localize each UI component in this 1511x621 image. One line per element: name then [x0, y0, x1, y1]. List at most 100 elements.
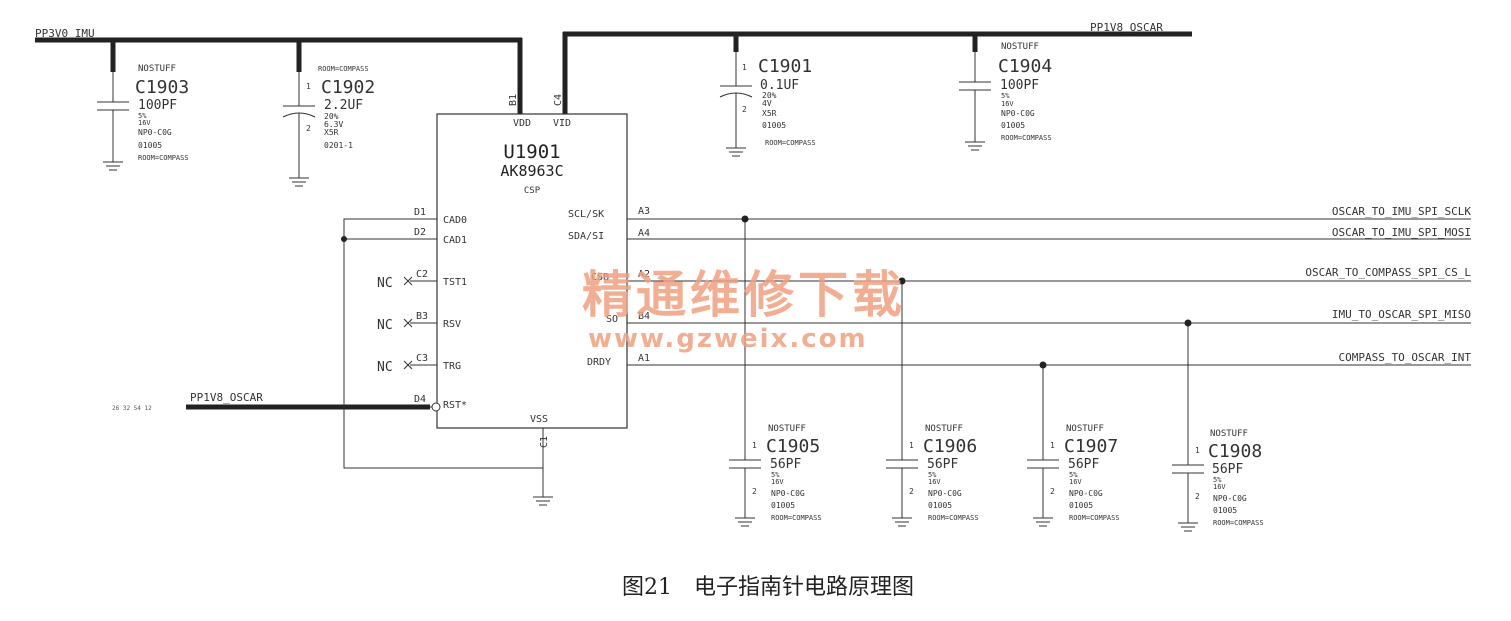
- c1906-spec: 16V: [928, 478, 941, 486]
- c1907-spec: 5%: [1069, 471, 1078, 479]
- net-label-int: COMPASS_TO_OSCAR_INT: [1339, 351, 1472, 364]
- c1902-pin2: 2: [306, 124, 311, 133]
- c1907-pin2: 2: [1050, 487, 1055, 496]
- pin-num-c2: C2: [416, 269, 428, 280]
- watermark-cn: 精通维修下载: [582, 266, 906, 324]
- c1904-spec: 5%: [1001, 92, 1010, 100]
- nc-label-tst1: NC: [377, 276, 393, 291]
- pin-name-tst1: TST1: [443, 277, 467, 288]
- c1902-stuff: ROOM=COMPASS: [318, 65, 369, 73]
- pin-name-vdd: VDD: [513, 118, 531, 129]
- pin-num-a2: A2: [638, 269, 650, 280]
- c1907-spec: NP0-C0G: [1069, 489, 1103, 498]
- figure-caption: 图21 电子指南针电路原理图: [622, 575, 914, 600]
- c1908-spec: 01005: [1213, 506, 1237, 515]
- c1905-pin1: 1: [752, 441, 757, 450]
- c1906-stuff: NOSTUFF: [925, 424, 963, 434]
- c1905-spec: 01005: [771, 501, 795, 510]
- c1907-stuff: NOSTUFF: [1066, 424, 1104, 434]
- c1903-spec: NP0-C0G: [138, 128, 172, 137]
- c1904-ref: C1904: [998, 56, 1052, 77]
- c1902-ref: C1902: [321, 77, 375, 98]
- c1904-spec: 01005: [1001, 121, 1025, 130]
- nc-label-rsv: NC: [377, 318, 393, 333]
- c1908-ref: C1908: [1208, 441, 1262, 462]
- c1902-value: 2.2UF: [324, 98, 363, 113]
- net-label-mosi: OSCAR_TO_IMU_SPI_MOSI: [1332, 226, 1471, 239]
- c1908-spec: 16V: [1213, 483, 1226, 491]
- c1906-pin1: 1: [909, 441, 914, 450]
- c1903-stuff: NOSTUFF: [138, 64, 176, 74]
- pin-num-a3: A3: [638, 206, 650, 217]
- pin-num-c1: C1: [539, 436, 550, 448]
- c1901-pin1: 1: [742, 63, 747, 72]
- c1903-ref: C1903: [135, 77, 189, 98]
- c1903-spec: 5%: [138, 112, 147, 120]
- c1908-pin1: 1: [1195, 446, 1200, 455]
- pin-name-rsv: RSV: [443, 319, 461, 330]
- c1903-spec: 01005: [138, 141, 162, 150]
- c1903-spec: 16V: [138, 119, 151, 127]
- rst-inverter-bubble: [431, 402, 441, 412]
- pin-name-sda: SDA/SI: [568, 231, 604, 242]
- pin-num-b4: B4: [638, 311, 650, 322]
- junction-sclk: [741, 215, 749, 223]
- cap-c1904-symbol: [959, 52, 991, 151]
- pin-name-drdy: DRDY: [587, 357, 611, 368]
- c1906-pin2: 2: [909, 487, 914, 496]
- pin-num-d2: D2: [414, 227, 426, 238]
- c1901-ref: C1901: [758, 56, 812, 77]
- ic-package: CSP: [524, 186, 541, 196]
- c1905-spec: NP0-C0G: [771, 489, 805, 498]
- rail-pp3v0-imu: [35, 37, 523, 114]
- c1907-pin1: 1: [1050, 441, 1055, 450]
- c1907-spec: 01005: [1069, 501, 1093, 510]
- c1906-spec: 5%: [928, 471, 937, 479]
- c1907-spec: ROOM=COMPASS: [1069, 514, 1120, 522]
- junction-cs: [898, 277, 906, 285]
- pin-name-scl: SCL/SK: [568, 209, 604, 220]
- c1902-spec: 6.3V: [324, 120, 343, 129]
- c1901-pin2: 2: [742, 105, 747, 114]
- pin-num-a4: A4: [638, 228, 650, 239]
- c1908-pin2: 2: [1195, 492, 1200, 501]
- c1906-value: 56PF: [927, 457, 958, 472]
- c1907-value: 56PF: [1068, 457, 1099, 472]
- pin-name-csb: CSB: [591, 272, 609, 283]
- c1907-spec: 16V: [1069, 478, 1082, 486]
- c1901-spec: 20%: [762, 91, 777, 100]
- c1908-stuff: NOSTUFF: [1210, 429, 1248, 439]
- junction-int: [1039, 361, 1047, 369]
- c1901-value: 0.1UF: [760, 78, 799, 93]
- junction-cad1: [341, 236, 347, 242]
- c1903-value: 100PF: [138, 98, 177, 113]
- rail-label-pp1v8-oscar-top: PP1V8_OSCAR: [1090, 21, 1163, 34]
- pin-num-c4: C4: [553, 94, 564, 106]
- nc-marks: [403, 276, 413, 370]
- pin-name-vss: VSS: [530, 414, 548, 425]
- cap-c1906-symbol: [886, 459, 918, 527]
- cap-c1908-symbol: [1172, 464, 1204, 532]
- c1901-spec: X5R: [762, 109, 777, 118]
- c1906-ref: C1906: [923, 436, 977, 457]
- rail-label-pp3v0-imu: PP3V0_IMU: [35, 27, 95, 40]
- c1908-value: 56PF: [1212, 462, 1243, 477]
- c1908-spec: 5%: [1213, 476, 1222, 484]
- c1904-stuff: NOSTUFF: [1001, 42, 1039, 52]
- net-label-miso: IMU_TO_OSCAR_SPI_MISO: [1332, 308, 1471, 321]
- rail-label-pp1v8-oscar-left: PP1V8_OSCAR: [190, 391, 263, 404]
- c1904-spec: ROOM=COMPASS: [1001, 134, 1052, 142]
- c1901-spec: 4V: [762, 99, 772, 108]
- pin-num-b3: B3: [416, 311, 428, 322]
- pin-num-b1: B1: [508, 94, 519, 106]
- ground-ic: [533, 468, 553, 506]
- c1901-spec: 01005: [762, 121, 786, 130]
- cap-c1901-symbol: [719, 52, 753, 157]
- c1905-pin2: 2: [752, 487, 757, 496]
- cap-c1907-symbol: [1027, 459, 1059, 527]
- watermark-url: www.gzweix.com: [588, 324, 868, 354]
- pin-name-vid: VID: [553, 118, 571, 129]
- c1905-stuff: NOSTUFF: [768, 424, 806, 434]
- pin-name-so: SO: [606, 314, 618, 325]
